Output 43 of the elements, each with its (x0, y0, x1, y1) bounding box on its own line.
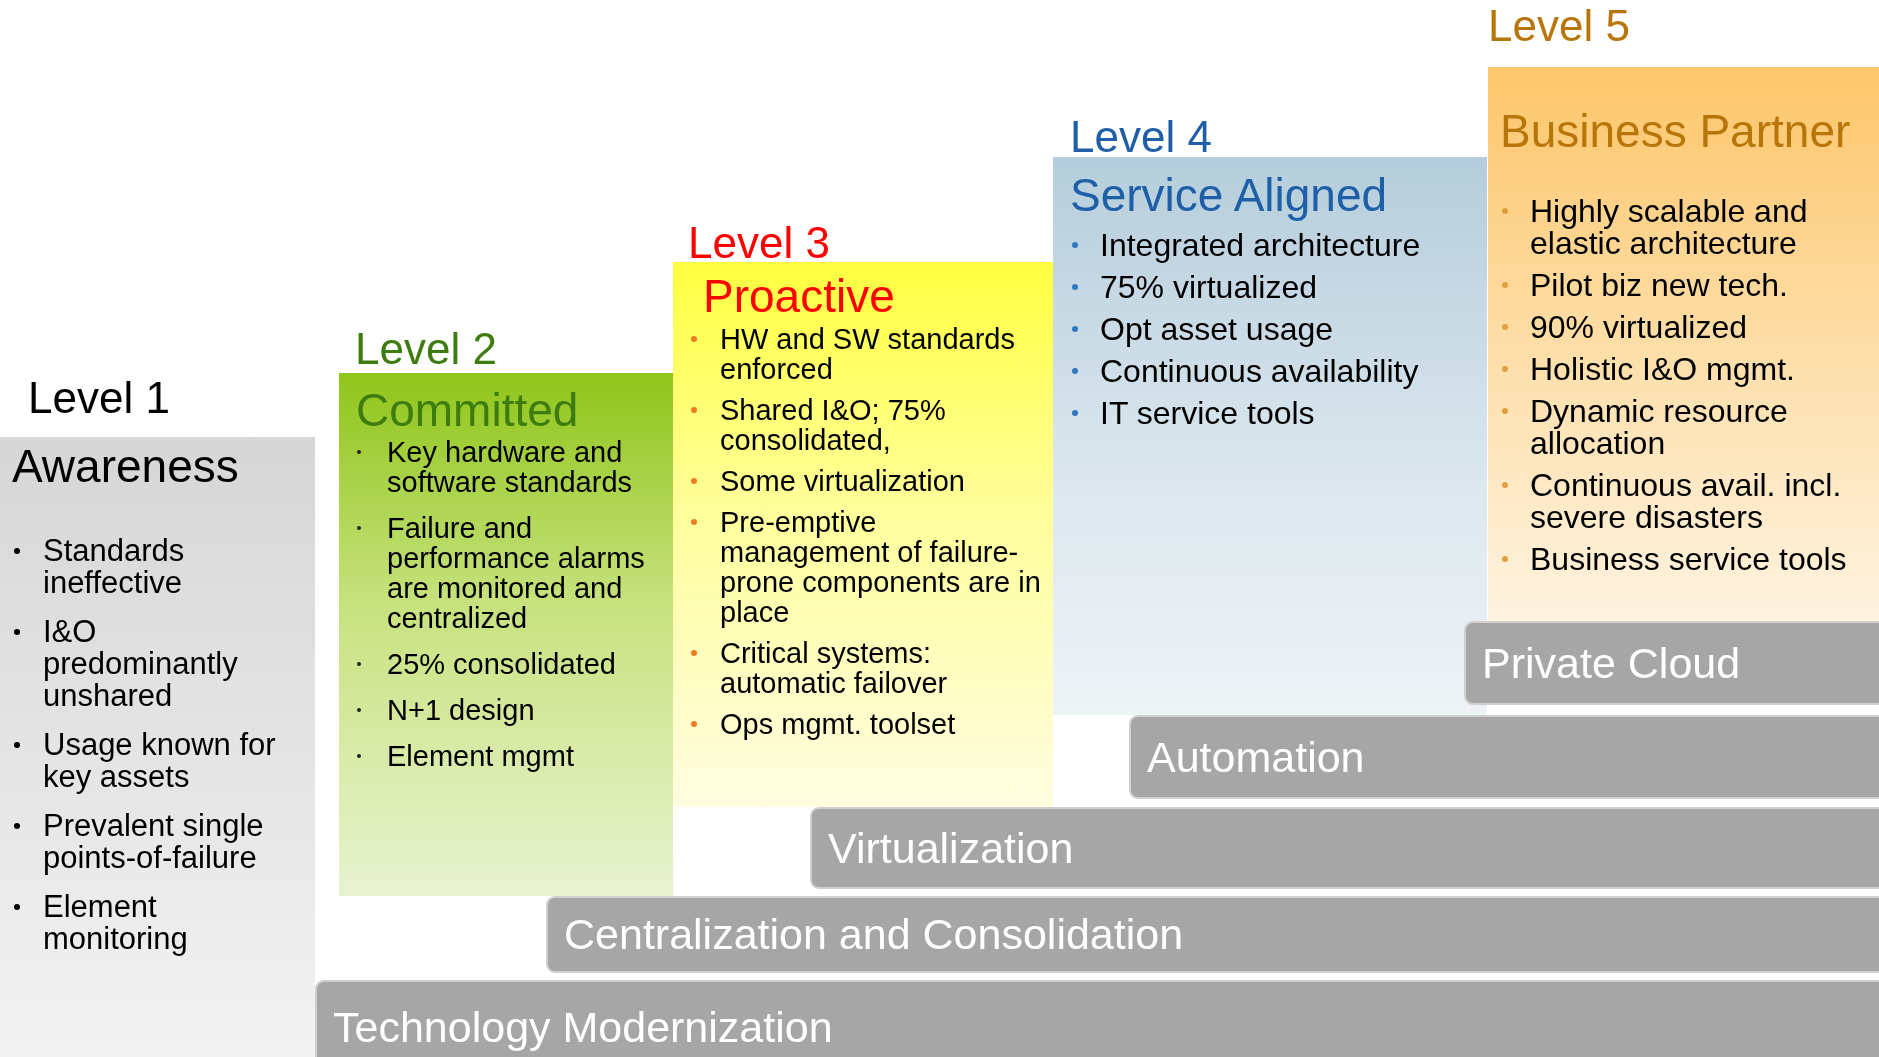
level-title: Awareness (12, 440, 239, 492)
bullet-text: Key hardware and software standards (387, 437, 633, 497)
bullet-text: I&O predominantly unshared (43, 616, 239, 712)
bullet-text: Continuous availability (1100, 353, 1420, 389)
level-heading: Level 2 (355, 324, 497, 374)
bullet-text: Some virtualization (720, 466, 966, 496)
bullet-text: N+1 design (387, 695, 536, 725)
bullet-text: Shared I&O; 75% consolidated, (720, 395, 947, 455)
bullet-text: Ops mgmt. toolset (720, 709, 957, 739)
bullet-text: 75% virtualized (1100, 269, 1318, 305)
bullet-text: Business service tools (1530, 543, 1848, 575)
level-heading: Level 1 (28, 373, 170, 423)
level-title: Committed (356, 384, 579, 436)
bullet-text: Dynamic resource allocation (1530, 395, 1789, 459)
level-heading: Level 4 (1070, 112, 1212, 162)
level-heading: Level 3 (688, 218, 830, 268)
bullet-text: Failure and performance alarms are monitored and centralized (387, 513, 646, 633)
bullet-text: Usage known for key assets (43, 729, 277, 793)
bullet-text: Prevalent single points-of-failure (43, 810, 265, 874)
bullet-text: Integrated architecture (1100, 227, 1422, 263)
bullet-text: Pilot biz new tech. (1530, 269, 1789, 301)
bullet-text: Critical systems: automatic failover (720, 638, 949, 698)
bullet-text: Element monitoring (43, 891, 189, 955)
level-title: Proactive (703, 270, 895, 322)
bullet-text: Pre-emptive management of failure-prone components are in place (720, 507, 1042, 627)
bullet-text: Continuous avail. incl. severe disasters (1530, 469, 1843, 533)
level-heading: Level 5 (1488, 1, 1630, 51)
bullet-text: Opt asset usage (1100, 311, 1335, 347)
bullet-text: Standards ineffective (43, 535, 186, 599)
level-title: Service Aligned (1070, 169, 1388, 221)
bullet-text: IT service tools (1100, 395, 1316, 431)
bullet-text: 25% consolidated (387, 649, 617, 679)
stage-bar: Automation (1129, 715, 1879, 799)
stage-bar: Centralization and Consolidation (546, 896, 1879, 973)
level-title: Business Partner (1500, 105, 1851, 157)
stage-bar: Virtualization (810, 807, 1879, 889)
bullet-text: Holistic I&O mgmt. (1530, 353, 1796, 385)
bullet-text: 90% virtualized (1530, 311, 1748, 343)
stage-bar: Private Cloud (1464, 621, 1879, 705)
bullet-text: HW and SW standards enforced (720, 324, 1016, 384)
stage-bar: Technology Modernization (315, 980, 1879, 1057)
bullet-text: Highly scalable and elastic architecture (1530, 195, 1809, 259)
bullet-text: Element mgmt (387, 741, 575, 771)
